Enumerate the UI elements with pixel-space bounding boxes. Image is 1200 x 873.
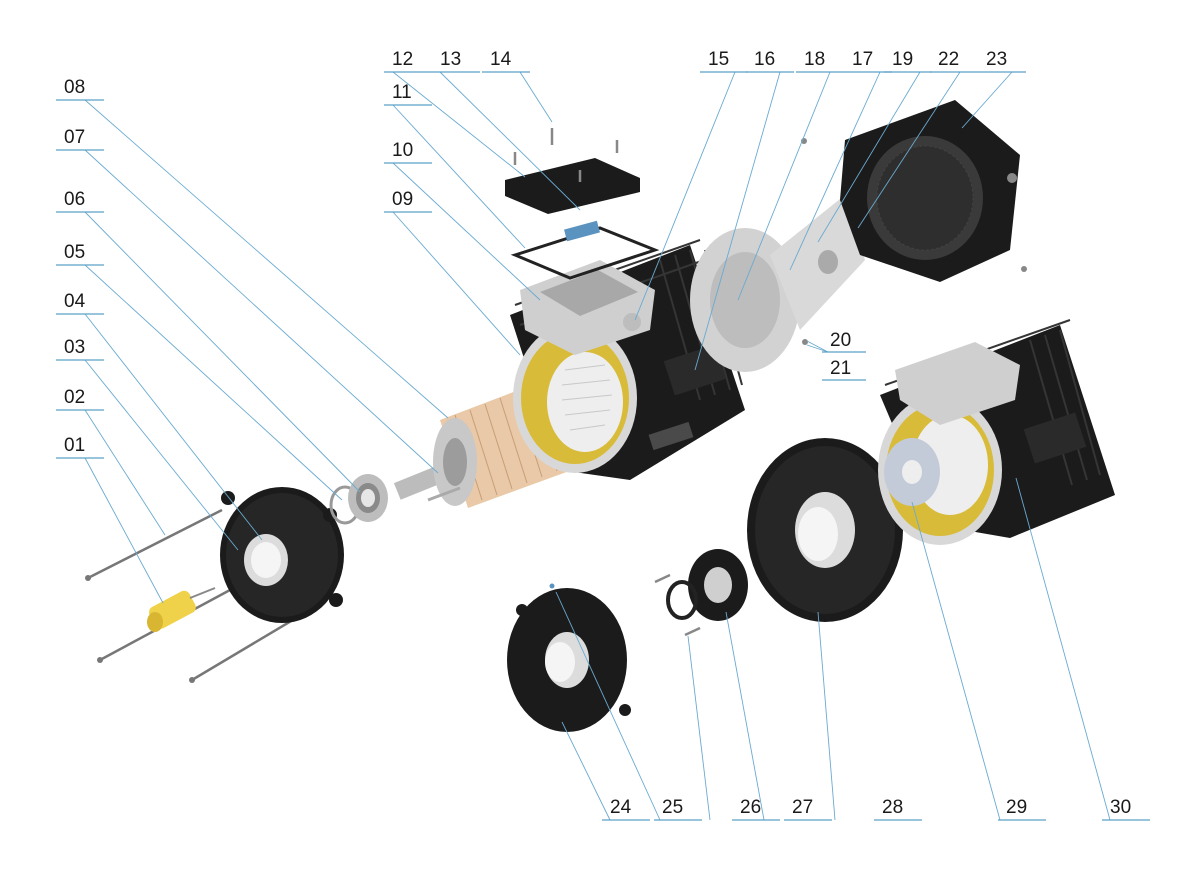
- part-label-22: 22: [938, 49, 959, 70]
- part-label-04: 04: [64, 291, 86, 312]
- terminal-box-parts: [505, 128, 660, 280]
- part-label-12: 12: [392, 49, 413, 70]
- bearing-cap: [654, 549, 748, 637]
- part-label-24: 24: [610, 797, 632, 818]
- part-label-09: 09: [392, 189, 413, 210]
- large-flange: [747, 438, 903, 622]
- part-label-03: 03: [64, 337, 85, 358]
- part-label-06: 06: [64, 189, 85, 210]
- part-label-28: 28: [882, 797, 903, 818]
- part-label-21: 21: [830, 358, 851, 379]
- part-label-23: 23: [986, 49, 1007, 70]
- part-label-02: 02: [64, 387, 85, 408]
- part-label-19: 19: [892, 49, 913, 70]
- bearing-assembly: [329, 474, 388, 525]
- part-label-25: 25: [662, 797, 683, 818]
- part-label-15: 15: [708, 49, 729, 70]
- part-label-27: 27: [792, 797, 813, 818]
- leader-lines: [84, 71, 1111, 821]
- part-label-10: 10: [392, 140, 413, 161]
- part-label-20: 20: [830, 330, 851, 351]
- small-flange: [507, 583, 631, 732]
- part-label-16: 16: [754, 49, 775, 70]
- part-label-05: 05: [64, 242, 85, 263]
- front-end-shield: [220, 487, 344, 623]
- part-labels: 01 02 03 04 05 06 07 08 09 10 11 12 13 1…: [56, 49, 1150, 821]
- part-label-07: 07: [64, 127, 85, 148]
- assembled-motor-body: [878, 319, 1115, 545]
- part-label-17: 17: [852, 49, 873, 70]
- part-label-18: 18: [804, 49, 825, 70]
- part-label-29: 29: [1006, 797, 1027, 818]
- part-label-01: 01: [64, 435, 85, 456]
- rear-assembly: [690, 100, 1027, 372]
- coupling-sleeve: [147, 587, 216, 632]
- part-label-08: 08: [64, 77, 85, 98]
- stator-housing: [510, 239, 745, 480]
- part-label-14: 14: [490, 49, 512, 70]
- part-label-26: 26: [740, 797, 761, 818]
- part-label-13: 13: [440, 49, 461, 70]
- part-label-30: 30: [1110, 797, 1131, 818]
- part-label-11: 11: [392, 82, 412, 103]
